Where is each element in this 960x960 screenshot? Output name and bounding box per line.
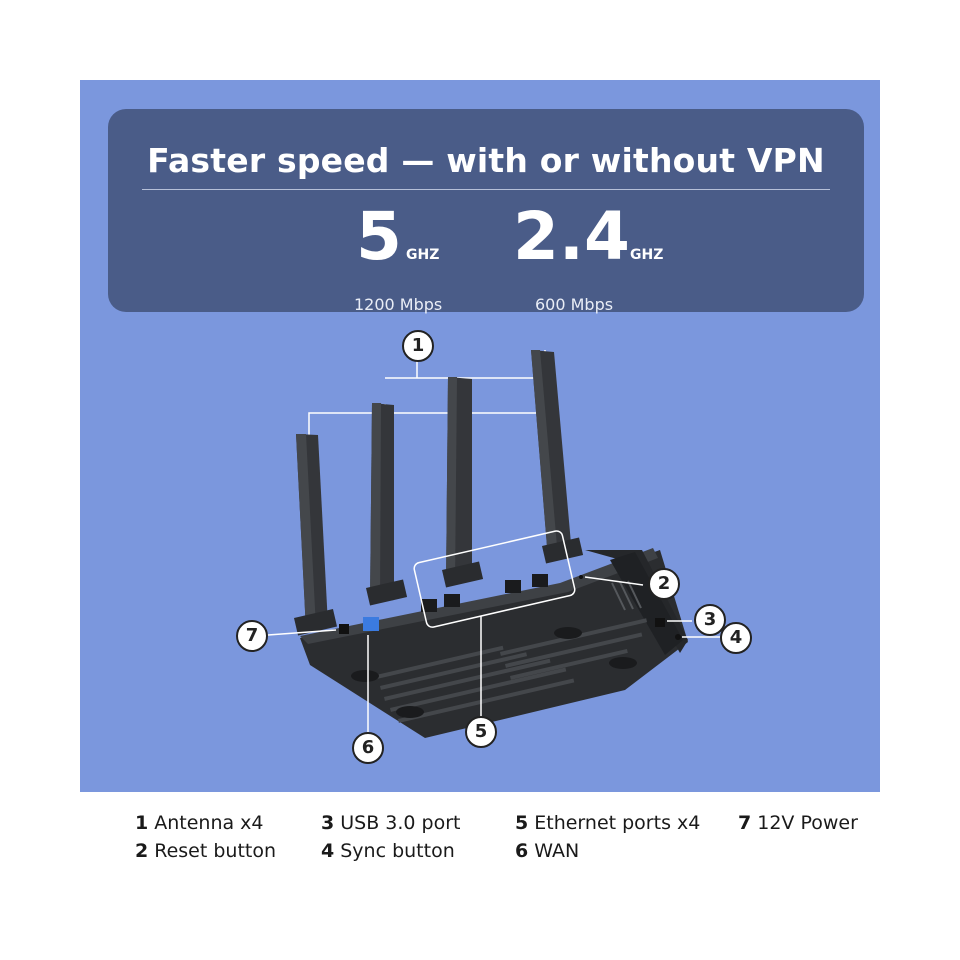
legend-label: Antenna x4 xyxy=(154,812,264,834)
legend-number: 2 xyxy=(135,840,149,862)
legend-number: 1 xyxy=(135,812,149,834)
legend-number: 5 xyxy=(515,812,529,834)
lan-port-2 xyxy=(444,594,460,607)
wan-port xyxy=(363,617,379,631)
legend-number: 3 xyxy=(321,812,335,834)
legend-number: 7 xyxy=(738,812,752,834)
legend-label: Sync button xyxy=(340,840,455,862)
legend-number: 6 xyxy=(515,840,529,862)
sync-button xyxy=(675,634,681,640)
callout-reset: 2 xyxy=(648,568,680,600)
router-body xyxy=(300,548,688,738)
callout-wan: 6 xyxy=(352,732,384,764)
reset-hole xyxy=(579,575,583,579)
band-value: 2.4 xyxy=(513,198,630,275)
speed-banner: Faster speed — with or without VPN 5 GHZ… xyxy=(108,109,864,314)
band-unit: GHZ xyxy=(406,247,440,263)
band-rate: 600 Mbps xyxy=(535,295,614,314)
antennas xyxy=(294,350,584,636)
divider xyxy=(142,189,830,190)
leader-lines xyxy=(267,530,720,732)
antenna-bracket xyxy=(308,348,546,435)
lan-port-4 xyxy=(532,574,548,587)
lan-port-1 xyxy=(421,599,437,612)
legend-label: Ethernet ports x4 xyxy=(534,812,701,834)
headline: Faster speed — with or without VPN xyxy=(147,141,825,180)
band-unit: GHZ xyxy=(630,247,664,263)
product-panel: Faster speed — with or without VPN 5 GHZ… xyxy=(80,80,880,792)
legend-number: 4 xyxy=(321,840,335,862)
power-jack xyxy=(339,624,349,634)
callout-ethernet: 5 xyxy=(465,716,497,748)
legend-label: Reset button xyxy=(154,840,277,862)
band-value: 5 xyxy=(356,198,402,275)
router-illustration xyxy=(267,348,720,738)
legend-label: USB 3.0 port xyxy=(340,812,461,834)
usb-port xyxy=(655,618,665,627)
callout-sync: 4 xyxy=(720,622,752,654)
vent-grille xyxy=(376,618,648,723)
band-rate: 1200 Mbps xyxy=(354,295,443,314)
legend-label: WAN xyxy=(534,840,580,862)
side-vents xyxy=(611,580,642,611)
callout-antenna: 1 xyxy=(402,330,434,362)
lan-port-3 xyxy=(505,580,521,593)
rubber-feet xyxy=(351,627,637,718)
legend-label: 12V Power xyxy=(757,812,858,834)
callout-power: 7 xyxy=(236,620,268,652)
rear-ports xyxy=(339,574,681,640)
